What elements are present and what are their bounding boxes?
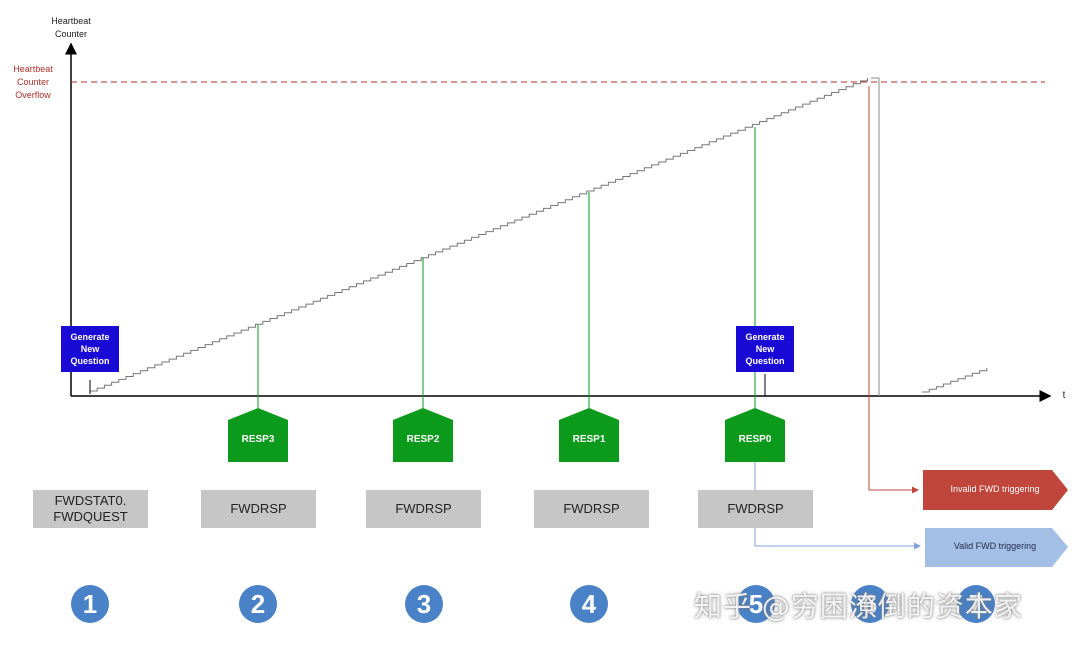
valid-trigger-shape xyxy=(925,528,1068,567)
resp0-label: RESP0 xyxy=(738,434,772,445)
resp3-shape xyxy=(228,408,288,462)
resp2-label: RESP2 xyxy=(406,434,440,445)
invalid-trigger-shape xyxy=(923,470,1068,510)
register-box-fwdrsp-4: FWDRSP xyxy=(698,490,813,528)
overflow-label: Heartbeat Counter Overflow xyxy=(13,64,53,100)
step-6-circle: 6 xyxy=(851,585,889,623)
step-5-circle: 5 xyxy=(737,585,775,623)
x-axis-title: t xyxy=(1062,390,1066,401)
register-label-fwdrsp-4: FWDRSP xyxy=(727,501,784,516)
register-label-fwdrsp-2: FWDRSP xyxy=(395,501,452,516)
resp3-label: RESP3 xyxy=(241,434,275,445)
counter-staircase xyxy=(90,78,869,392)
resp1-shape xyxy=(559,408,619,462)
generate-question-box-1: Generate New Question xyxy=(61,326,119,372)
counter-reset-line xyxy=(871,77,880,396)
generate-question-label-1: Generate New Question xyxy=(70,332,110,366)
invalid-connector xyxy=(868,86,919,494)
register-box-fwdrsp-3: FWDRSP xyxy=(534,490,649,528)
register-box-fwdrsp-2: FWDRSP xyxy=(366,490,481,528)
resp1-label: RESP1 xyxy=(572,434,606,445)
register-box-fwdrsp-1: FWDRSP xyxy=(201,490,316,528)
register-label-fwdrsp-3: FWDRSP xyxy=(563,501,620,516)
generate-question-label-2: Generate New Question xyxy=(745,332,785,366)
watermark-text: 知乎 @穷困潦倒的资本家 xyxy=(694,590,1023,623)
resp0-shape xyxy=(725,408,785,462)
valid-trigger-label: Valid FWD triggering xyxy=(953,541,1037,551)
resp2-shape xyxy=(393,408,453,462)
step-1-circle: 1 xyxy=(71,585,109,623)
counter-staircase-restart xyxy=(922,368,988,393)
step-4-circle: 4 xyxy=(570,585,608,623)
step-3-circle: 3 xyxy=(405,585,443,623)
register-label-fwdquest: FWDSTAT0. FWDQUEST xyxy=(53,493,128,524)
register-label-fwdrsp-1: FWDRSP xyxy=(230,501,287,516)
y-axis-title: Heartbeat Counter xyxy=(51,16,91,39)
register-box-fwdquest: FWDSTAT0. FWDQUEST xyxy=(33,490,148,528)
invalid-trigger-label: Invalid FWD triggering xyxy=(950,484,1040,494)
step-7-circle: 7 xyxy=(957,585,995,623)
step-2-circle: 2 xyxy=(239,585,277,623)
generate-question-box-2: Generate New Question xyxy=(736,326,794,372)
